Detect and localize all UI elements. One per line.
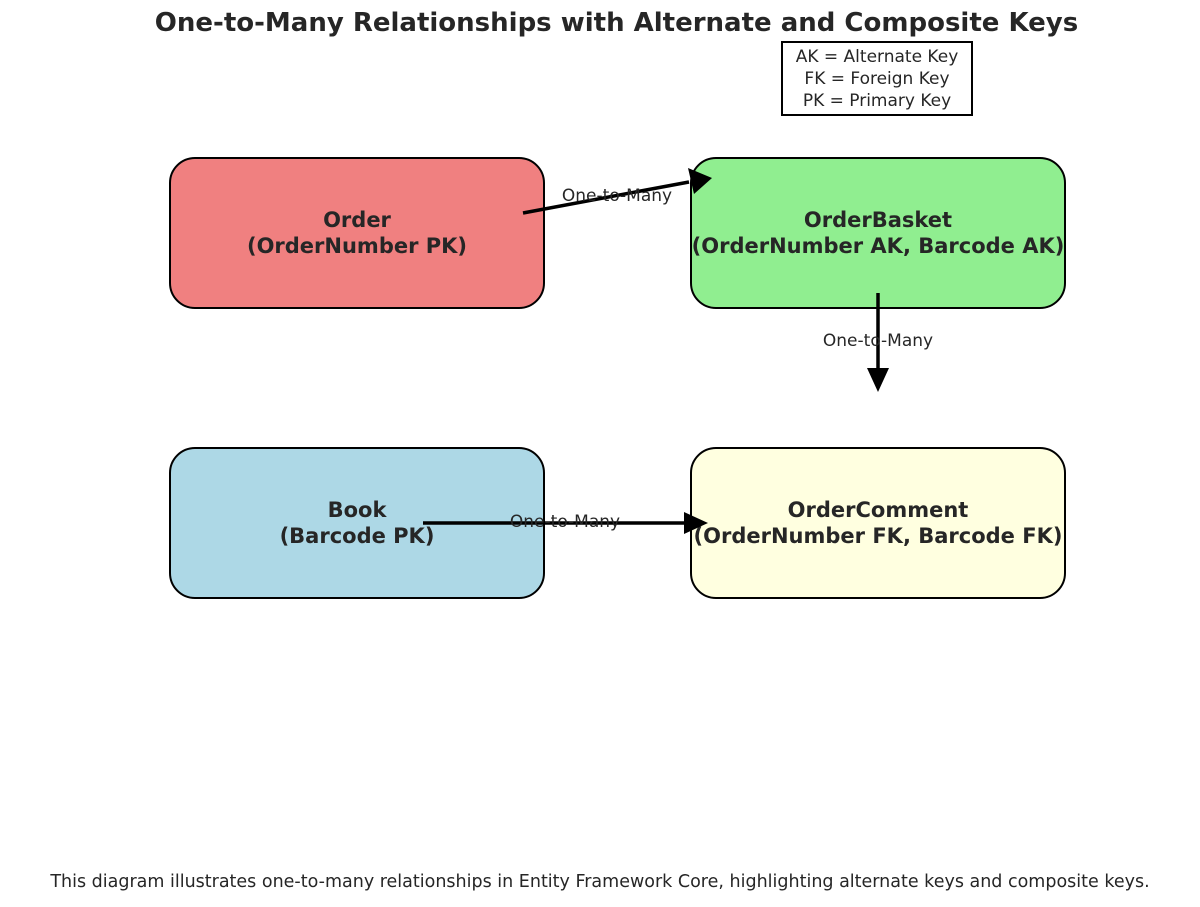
entity-order-basket-name: OrderBasket (803, 208, 953, 232)
legend-primary-key: PK = Primary Key (802, 90, 952, 111)
entity-order-basket-keys: (OrderNumber AK, Barcode AK) (691, 234, 1065, 258)
relationship-label-order-order-basket: One-to-Many (561, 186, 673, 206)
key-legend: AK = Alternate Key FK = Foreign Key PK =… (781, 41, 973, 116)
diagram-caption: This diagram illustrates one-to-many rel… (50, 872, 1150, 892)
entity-book-keys: (Barcode PK) (279, 524, 435, 548)
entity-order-basket: OrderBasket (OrderNumber AK, Barcode AK) (690, 157, 1066, 309)
entity-book-name: Book (327, 498, 387, 522)
entity-order-name: Order (323, 208, 391, 232)
entity-order-comment-keys: (OrderNumber FK, Barcode FK) (693, 524, 1063, 548)
legend-foreign-key: FK = Foreign Key (804, 68, 950, 89)
legend-alternate-key: AK = Alternate Key (795, 46, 959, 67)
entity-order-comment: OrderComment (OrderNumber FK, Barcode FK… (690, 447, 1066, 599)
entity-order-keys: (OrderNumber PK) (246, 234, 468, 258)
entity-order: Order (OrderNumber PK) (169, 157, 545, 309)
diagram-title: One-to-Many Relationships with Alternate… (154, 8, 1079, 38)
entity-book: Book (Barcode PK) (169, 447, 545, 599)
relationship-label-book-order-comment: One-to-Many (509, 512, 621, 532)
relationship-label-order-basket-order-comment: One-to-Many (822, 331, 934, 351)
entity-order-comment-name: OrderComment (787, 498, 969, 522)
